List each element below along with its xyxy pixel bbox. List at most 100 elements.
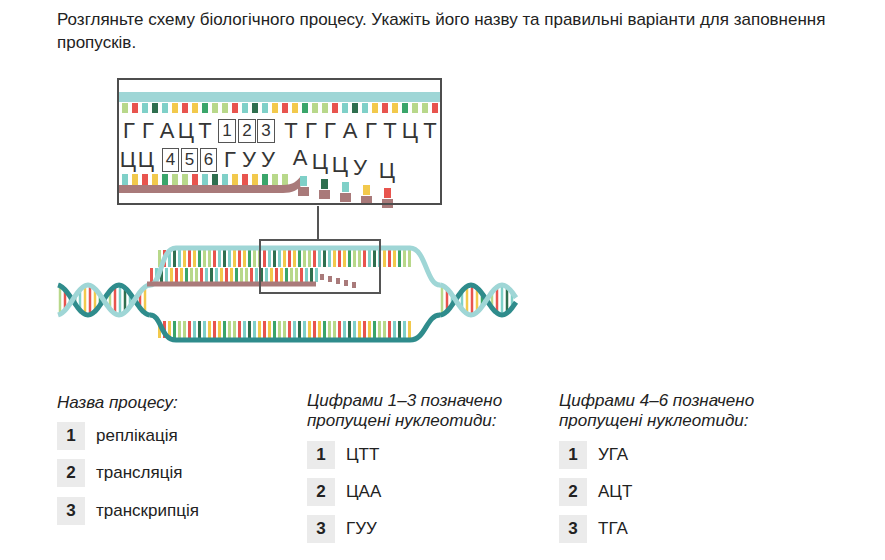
base-tick xyxy=(323,250,326,267)
nucleotide-tick xyxy=(412,103,418,113)
nucleotide-tick xyxy=(382,103,388,113)
base-tick xyxy=(363,321,366,338)
nucleotide-tick xyxy=(222,103,228,113)
nucleotide-tick xyxy=(252,103,258,113)
number-text: 2 xyxy=(66,463,75,483)
nucleotide-letter: Ц xyxy=(120,149,136,171)
base-tick xyxy=(175,268,178,282)
base-tick xyxy=(233,321,236,338)
base-tick xyxy=(293,250,296,267)
base-pair xyxy=(441,285,444,314)
helix-strand xyxy=(440,285,516,315)
base-tick xyxy=(263,321,266,338)
base-tick xyxy=(253,321,256,338)
base-tick xyxy=(298,250,301,267)
base-tick xyxy=(343,321,346,338)
base-pair xyxy=(59,286,62,315)
nucleotide-tick xyxy=(172,103,178,113)
base-tick xyxy=(208,321,211,338)
nucleotide-tick xyxy=(342,103,348,113)
helix-strand xyxy=(58,285,150,315)
base-tick xyxy=(270,268,273,282)
option-text: УГА xyxy=(598,445,628,465)
nucleotide-tick xyxy=(384,188,391,198)
zoom-box: ГГАЦТТГГАГТЦТЦЦГУУАЦЦУЦ123456 xyxy=(117,78,442,205)
nucleotide-letter: Т xyxy=(383,120,396,142)
nucleotide-letter: А xyxy=(343,120,358,142)
base-tick xyxy=(353,321,356,338)
nucleotide-tick xyxy=(392,103,398,113)
nucleotide-tick xyxy=(182,174,188,185)
base-tick xyxy=(295,268,298,282)
nucleotide-tick xyxy=(132,103,138,113)
base-tick xyxy=(288,321,291,338)
base-tick xyxy=(198,250,201,267)
base-tick xyxy=(150,268,153,282)
base-tick xyxy=(273,250,276,267)
base-tick xyxy=(333,321,336,338)
leader-line xyxy=(317,206,319,240)
base-tick xyxy=(258,321,261,338)
base-tick xyxy=(218,321,221,338)
nucleotide-tick xyxy=(402,103,408,113)
free-nucleotide xyxy=(319,179,330,199)
base-tick xyxy=(343,250,346,267)
base-tick xyxy=(313,321,316,338)
base-tick xyxy=(403,321,406,338)
nucleotide-tick xyxy=(372,103,378,113)
base-tick xyxy=(368,321,371,338)
base-tick xyxy=(298,321,301,338)
nucleotide-letter: Ц xyxy=(402,120,418,142)
base-tick xyxy=(285,268,288,282)
nucleotide-tick xyxy=(182,103,188,113)
nucleotide-tick xyxy=(302,103,308,113)
base-tick xyxy=(303,321,306,338)
base-tick xyxy=(268,321,271,338)
base-tick xyxy=(228,321,231,338)
base-tick xyxy=(328,250,331,267)
gap-box: 1 xyxy=(218,119,236,143)
nucleotide-letter: Т xyxy=(198,120,211,142)
number-text: 4 xyxy=(166,150,175,170)
gap-box: 4 xyxy=(162,148,179,172)
nucleotide-tick xyxy=(162,174,168,185)
base-pair xyxy=(471,285,474,315)
nucleotide-tick xyxy=(232,174,238,185)
base-tick xyxy=(348,250,351,267)
base-tick xyxy=(393,250,396,267)
parent-strand-bottom xyxy=(150,315,440,340)
number-text: 1 xyxy=(66,426,75,446)
free-nucleotide xyxy=(344,280,348,286)
base-tick xyxy=(328,321,331,338)
base-tick xyxy=(363,250,366,267)
base-tick xyxy=(275,268,278,282)
base-tick xyxy=(398,250,401,267)
base-tick xyxy=(293,321,296,338)
nucleotide-tick xyxy=(362,103,368,113)
base-tick xyxy=(338,321,341,338)
nucleotide-tick xyxy=(300,176,307,186)
option-text: ЦАА xyxy=(346,482,381,502)
base-tick xyxy=(223,250,226,267)
base-tick xyxy=(278,321,281,338)
nucleotide-tick xyxy=(122,103,128,113)
option-number: 3 xyxy=(307,515,335,543)
zoom-frame xyxy=(260,240,380,293)
base-tick xyxy=(180,268,183,282)
free-nucleotide xyxy=(352,282,356,288)
option-number: 3 xyxy=(57,497,85,525)
base-tick xyxy=(255,268,258,282)
base-tick xyxy=(308,321,311,338)
base-tick xyxy=(318,250,321,267)
option-text: трансляція xyxy=(96,463,182,483)
base-tick xyxy=(198,321,201,338)
base-tick xyxy=(240,268,243,282)
nucleotide-tick xyxy=(192,174,198,185)
base-tick xyxy=(388,321,391,338)
option-number: 3 xyxy=(559,515,587,543)
base-tick xyxy=(210,268,213,282)
base-tick xyxy=(220,268,223,282)
nucleotide-tick xyxy=(332,103,338,113)
nucleotide-letter: А xyxy=(160,120,175,142)
